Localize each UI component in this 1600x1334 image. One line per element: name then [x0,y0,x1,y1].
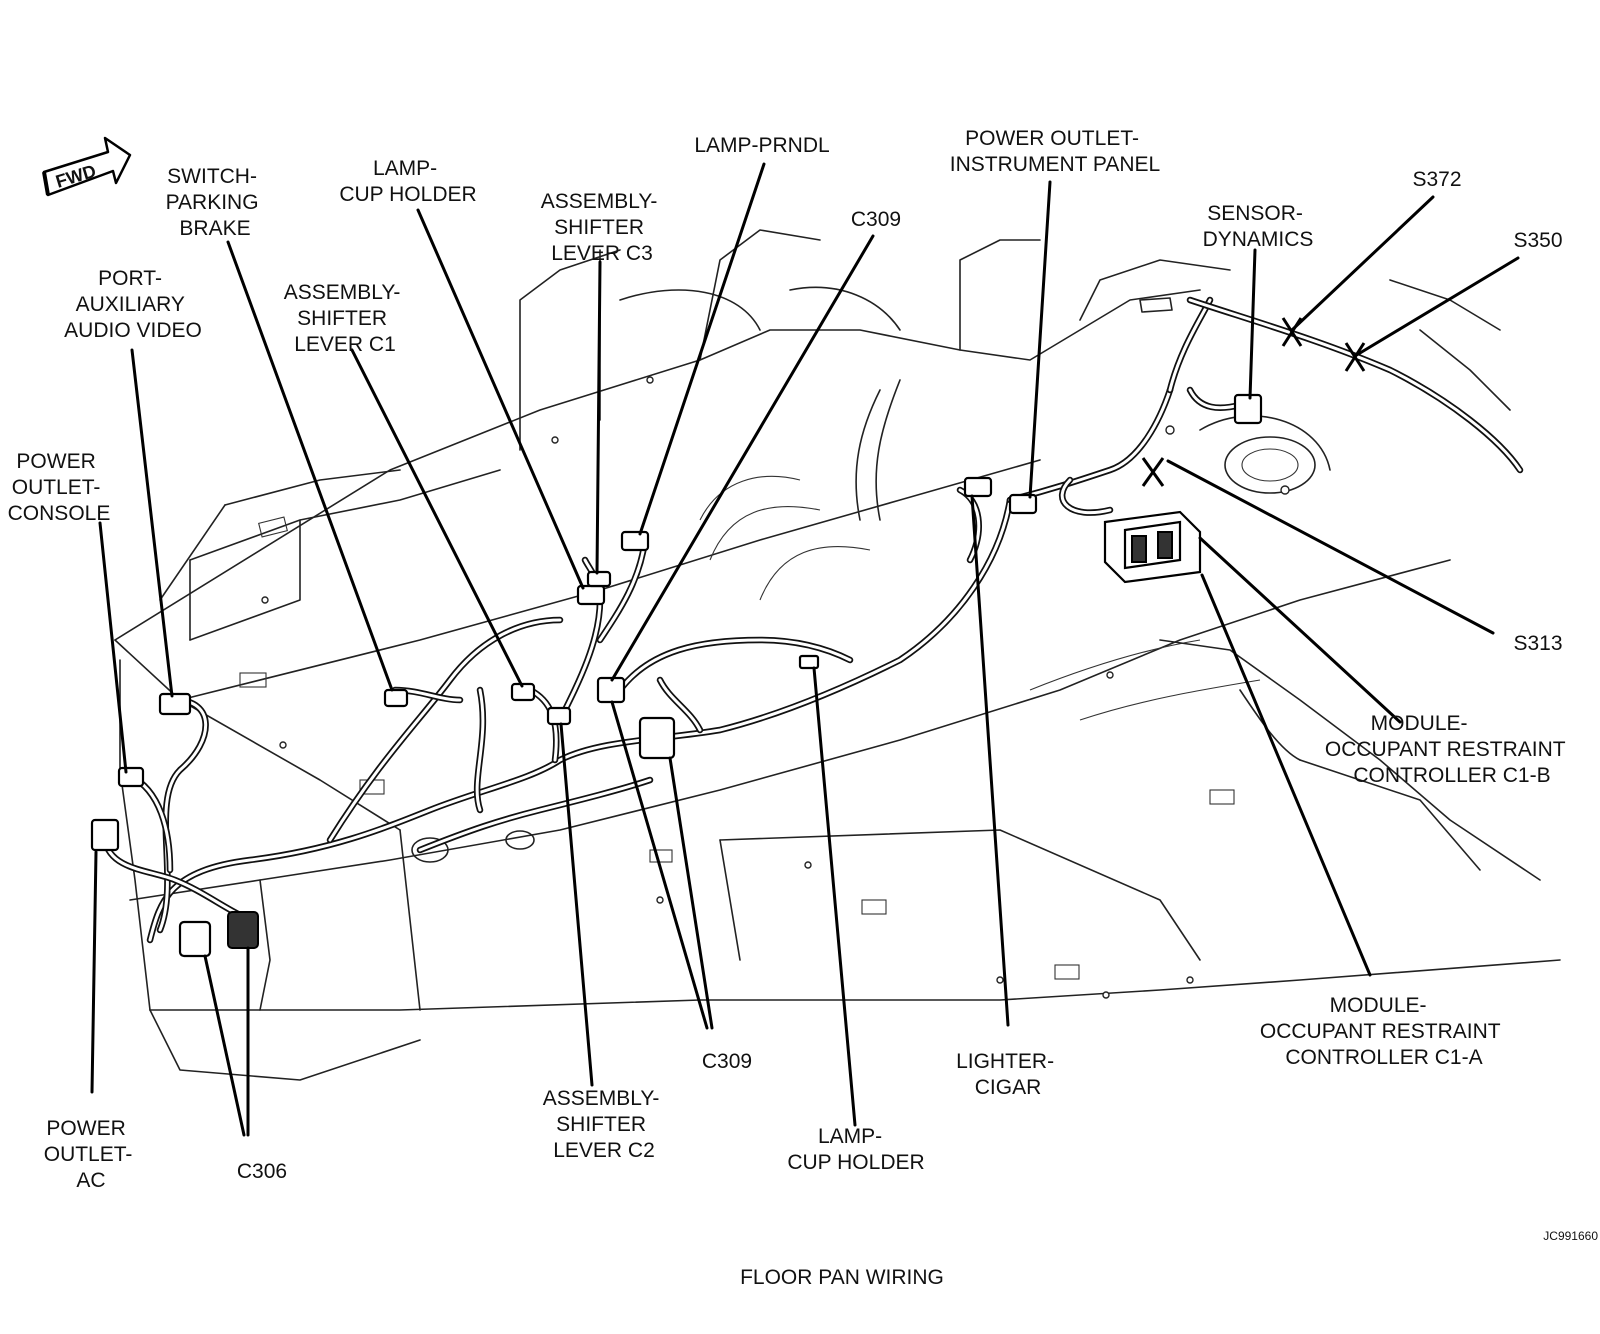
label-lamp-prndl: LAMP-PRNDL [694,134,829,157]
connector-switch-parking-brake [383,688,409,708]
fwd-label: FWD [53,161,98,192]
connector-power-outlet-console [117,766,145,788]
connector-sensor-dynamics [1233,393,1263,425]
connector-c306-b [227,911,259,949]
label-orc-c1a: MODULE- OCCUPANT RESTRAINT CONTROLLER C1… [1260,994,1506,1069]
diagram-caption: FLOOR PAN WIRING [740,1266,944,1289]
module-occupant-restraint-controller [1103,510,1202,584]
connector-lighter-cigar [963,476,993,498]
label-sensor-dynamics: SENSOR- DYNAMICS [1203,202,1314,251]
label-shifter-c3: ASSEMBLY- SHIFTER LEVER C3 [541,190,664,265]
connector-c306-a [178,920,212,958]
label-port-auxiliary: PORT- AUXILIARY AUDIO VIDEO [64,267,202,342]
connector-lamp-cup-holder-bottom [798,654,820,670]
label-c306: C306 [237,1160,287,1183]
wire-harness [101,296,1524,944]
connector-power-outlet-ip [1008,493,1038,515]
splice-s313 [1141,457,1165,487]
label-lamp-cup-holder-top: LAMP- CUP HOLDER [339,157,476,206]
connector-power-outlet-ac [90,818,120,852]
connector-shifter-c1 [510,682,536,702]
connector-shifter-c2 [546,706,572,726]
label-power-outlet-console: POWER OUTLET- CONSOLE [8,450,111,525]
label-power-outlet-ac: POWER OUTLET- AC [44,1117,139,1192]
label-lighter-cigar: LIGHTER- CIGAR [956,1050,1060,1099]
connector-c309-top [596,676,626,704]
fwd-arrow-icon: FWD [42,136,132,197]
connector-lamp-prndl [620,530,650,552]
label-orc-c1b: MODULE- OCCUPANT RESTRAINT CONTROLLER C1… [1325,712,1571,787]
leader-lines [90,162,1520,1137]
connectors [90,317,1366,958]
label-s313: S313 [1513,632,1562,655]
label-s350: S350 [1513,229,1562,252]
connector-port-auxiliary [158,692,192,716]
label-s372: S372 [1412,168,1461,191]
label-shifter-c1: ASSEMBLY- SHIFTER LEVER C1 [284,281,407,356]
figure-code: JC991660 [1543,1229,1598,1243]
label-power-outlet-ip: POWER OUTLET- INSTRUMENT PANEL [950,127,1160,176]
label-shifter-c2: ASSEMBLY- SHIFTER LEVER C2 [543,1087,666,1162]
label-switch-parking-brake: SWITCH- PARKING BRAKE [166,165,265,240]
label-lamp-cup-holder-bottom: LAMP- CUP HOLDER [787,1125,924,1174]
component-labels: PORT- AUXILIARY AUDIO VIDEO SWITCH- PARK… [8,127,1571,1192]
connector-shifter-c3 [586,570,612,588]
label-c309-top: C309 [851,208,901,231]
label-c309-bottom: C309 [702,1050,752,1073]
connector-c309-bottom [638,716,676,760]
